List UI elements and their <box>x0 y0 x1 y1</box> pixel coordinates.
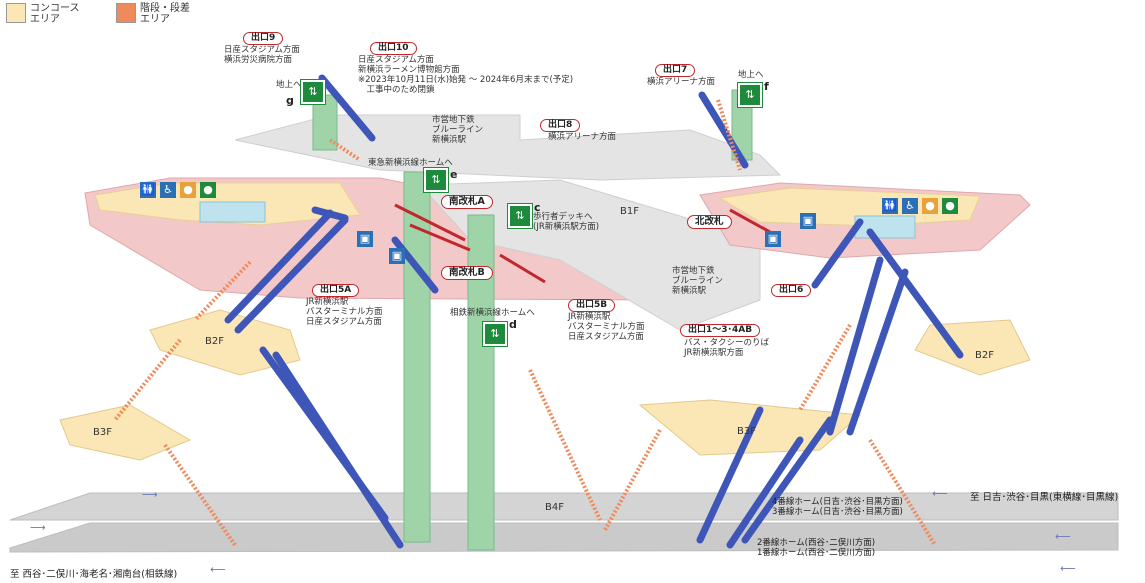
elevator-c-letter: c <box>534 201 541 214</box>
elevator-d-note: 相鉄新横浜線ホームへ <box>450 308 535 318</box>
legend-swatch-stairs <box>116 3 136 23</box>
floor-b3f-right: B3F <box>737 426 756 437</box>
elevator-g-letter: g <box>286 94 294 107</box>
exit5a-badge[interactable]: 出口5A <box>312 284 360 297</box>
ticket-machine-icon-left-2: ▣ <box>389 248 405 264</box>
exit8-desc: 横浜アリーナ方面 <box>548 132 617 142</box>
exit7-badge[interactable]: 出口7 <box>655 64 696 77</box>
exit8-badge[interactable]: 出口8 <box>540 119 581 132</box>
exit7-desc: 横浜アリーナ方面 <box>647 77 716 87</box>
toilet-icon-right: 🚻 <box>882 198 898 214</box>
exit10-desc: 日産スタジアム方面 新横浜ラーメン博物館方面 ※2023年10月11日(水)始発… <box>358 55 574 95</box>
elevator-d-icon[interactable]: ⇅ <box>482 321 508 347</box>
destination-left: 至 西谷･二俣川･海老名･湘南台(相鉄線) <box>10 569 178 580</box>
arrow-right-lower: ⟵ <box>1055 530 1071 543</box>
floor-b2f-left: B2F <box>205 336 224 347</box>
elevator-d-letter: d <box>509 318 517 331</box>
family-icon-right: ● <box>942 198 958 214</box>
elevator-c-icon[interactable]: ⇅ <box>507 203 533 229</box>
elevator-e-letter: e <box>450 168 458 181</box>
elevator-e-note: 東急新横浜線ホームへ <box>368 158 453 168</box>
left-ticket-area <box>199 201 266 223</box>
ticket-machine-icon-left: ▣ <box>357 231 373 247</box>
exit5b-badge[interactable]: 出口5B <box>568 299 616 312</box>
legend-swatch-concourse <box>6 3 26 23</box>
stairs <box>113 99 937 547</box>
arrow-right-bottom: ⟵ <box>1060 562 1076 575</box>
north-gate-badge[interactable]: 北改札 <box>687 215 732 229</box>
wheelchair-icon: ♿ <box>160 182 176 198</box>
arrow-left-upper: ⟶ <box>142 488 158 501</box>
ticket-machine-icon-right-2: ▣ <box>800 213 816 229</box>
toilet-icon: 🚻 <box>140 182 156 198</box>
subway-label-top: 市営地下鉄 ブルーライン 新横浜駅 <box>432 115 484 145</box>
shaft-e <box>403 171 431 543</box>
shaft-g <box>312 94 338 151</box>
elevator-f-icon[interactable]: ⇅ <box>737 82 763 108</box>
baby-care-icon-right: ● <box>922 198 938 214</box>
exit1-desc: バス・タクシーのりば JR新横浜駅方面 <box>684 338 770 358</box>
exit5a-desc: JR新横浜駅 バスターミナル方面 日産スタジアム方面 <box>306 297 383 327</box>
wheelchair-icon-right: ♿ <box>902 198 918 214</box>
legend-concourse: コンコース エリア <box>6 3 92 25</box>
elevator-f-letter: f <box>764 80 769 93</box>
family-icon: ● <box>200 182 216 198</box>
b1f-upper-corridor <box>234 114 782 181</box>
exit9-desc: 日産スタジアム方面 横浜労災病院方面 <box>224 45 300 65</box>
baby-care-icon: ● <box>180 182 196 198</box>
platform-upper-label: 4番線ホーム(日吉･渋谷･目黒方面) 3番線ホーム(日吉･渋谷･目黒方面) <box>772 497 903 517</box>
exit1-badge[interactable]: 出口1～3･4AB <box>680 324 761 337</box>
south-gate-a-badge[interactable]: 南改札A <box>441 195 493 209</box>
arrow-left-lower: ⟶ <box>30 521 46 534</box>
legend-label-stairs: 階段・段差 エリア <box>140 3 190 25</box>
b2f-right-slab <box>914 319 1031 376</box>
elevator-f-note: 地上へ <box>738 70 764 80</box>
platform-lower-label: 2番線ホーム(西谷･二俣川方面) 1番線ホーム(西谷･二俣川方面) <box>757 538 876 558</box>
elevator-e-icon[interactable]: ⇅ <box>423 167 449 193</box>
arrow-left-bottom: ⟵ <box>210 563 226 576</box>
elevator-g-icon[interactable]: ⇅ <box>300 79 326 105</box>
elevator-g-note: 地上へ <box>276 80 302 90</box>
destination-right: 至 日吉･渋谷･目黒(東横線･目黒線) <box>970 492 1119 503</box>
subway-label-right: 市営地下鉄 ブルーライン 新横浜駅 <box>672 266 724 296</box>
b4f-platform-lower <box>9 522 1119 553</box>
arrow-right-upper: ⟵ <box>932 487 948 500</box>
exit10-badge[interactable]: 出口10 <box>370 42 417 55</box>
floor-b4f: B4F <box>545 502 564 513</box>
b2f-left-slab <box>149 309 301 376</box>
exit5b-desc: JR新横浜駅 バスターミナル方面 日産スタジアム方面 <box>568 312 645 342</box>
floor-b1f: B1F <box>620 206 639 217</box>
legend-stairs: 階段・段差 エリア <box>116 3 202 25</box>
b3f-left-slab <box>59 404 192 461</box>
south-gate-b-badge[interactable]: 南改札B <box>441 266 493 280</box>
exit9-badge[interactable]: 出口9 <box>243 32 284 45</box>
elevator-c-note: 歩行者デッキへ (JR新横浜駅方面) <box>533 212 600 232</box>
floor-b3f-left: B3F <box>93 427 112 438</box>
floor-b2f-right: B2F <box>975 350 994 361</box>
escalators <box>224 74 964 549</box>
gate-barriers <box>394 203 771 284</box>
ticket-machine-icon-right: ▣ <box>765 231 781 247</box>
exit6-badge[interactable]: 出口6 <box>771 284 812 297</box>
legend-label-concourse: コンコース エリア <box>30 3 80 25</box>
b4f-platform-upper <box>9 492 1119 521</box>
right-ticket-area <box>854 215 916 239</box>
